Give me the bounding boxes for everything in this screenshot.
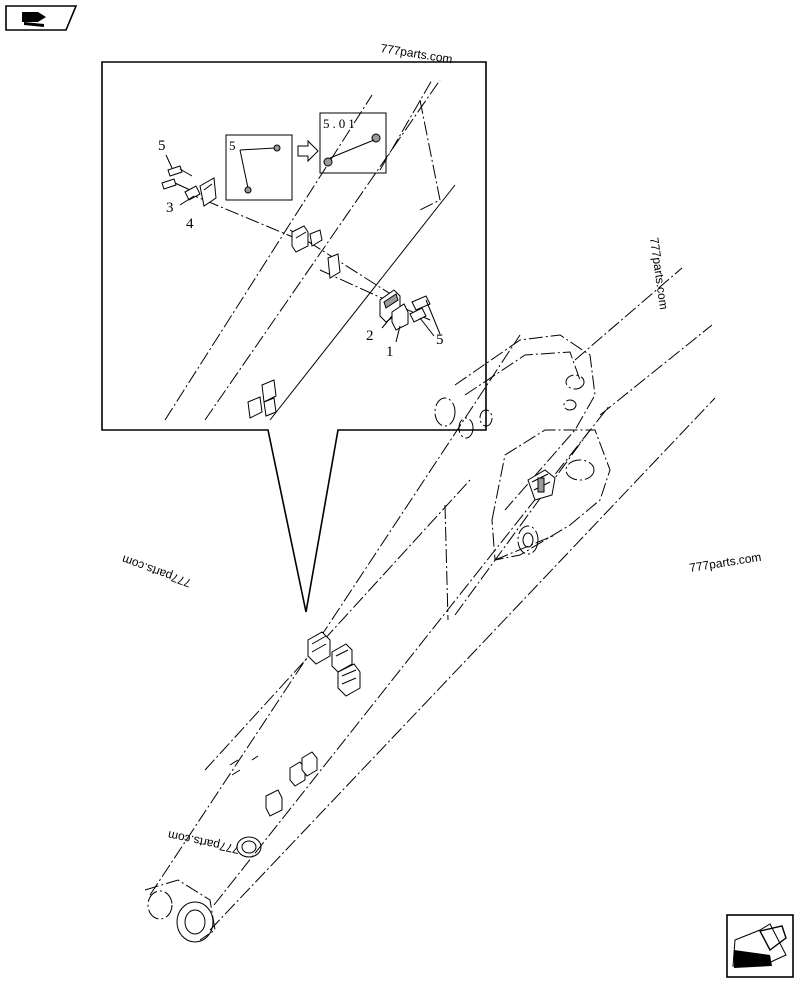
navigation-book-icon[interactable] [5,5,78,31]
callout-5-left: 5 [158,138,166,154]
detail-inset-frame [101,61,487,613]
inset-clamp-bottom [247,379,277,419]
detail-arrow-icon [297,139,319,163]
excavator-arm [144,267,716,943]
watermark-vertical: 777parts.com [647,236,671,310]
detail-box-a: 5 [225,134,293,201]
bolt-group-left [161,154,217,207]
head-clamp [527,469,556,501]
inset-contents: 5 5.01 [158,79,456,421]
hose-clamp-upper [307,631,353,673]
callout-2: 2 [366,328,374,344]
next-page-arrow-icon[interactable] [726,914,794,978]
hose-clamp-lower [229,751,318,817]
detail-b-label: 5.01 [323,116,358,131]
callout-5-right: 5 [436,332,444,348]
inset-clamp-upper [291,225,341,279]
callout-3: 3 [166,200,174,216]
watermark-right: 777parts.com [688,550,762,575]
hose-clamp-middle [337,663,361,697]
callout-1: 1 [386,344,394,360]
detail-a-label: 5 [229,138,239,153]
callout-4: 4 [186,216,194,232]
detail-box-b: 5.01 [319,112,387,174]
inset-clamp-lower [379,289,441,343]
watermark-left: 777parts.com [120,552,193,590]
